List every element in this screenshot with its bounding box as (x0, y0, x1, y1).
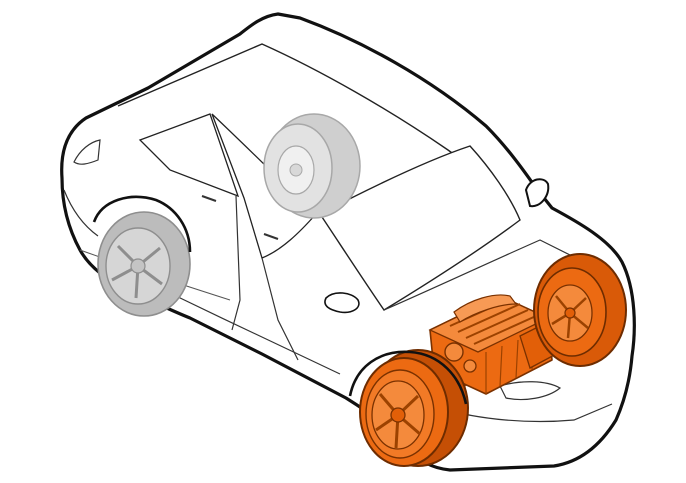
rear-bumper-line (63, 189, 99, 237)
rear-wheel-hub (130, 258, 146, 274)
front-right-wheel (533, 253, 627, 367)
front-wheel-arch (348, 350, 468, 405)
spare-tire (263, 113, 361, 219)
front-left-spokes (375, 393, 421, 449)
sill-line (175, 295, 341, 375)
front-right-spokes (551, 295, 589, 339)
roof-line (117, 43, 479, 173)
door-handle-front (263, 233, 279, 240)
far-side-mirror (524, 178, 550, 208)
front-right-hub (564, 307, 576, 319)
door-handle-rear (201, 195, 217, 202)
hood-line (383, 239, 601, 311)
rear-side-window (138, 113, 240, 198)
windshield (318, 145, 521, 311)
rear-wheel-spokes (111, 244, 163, 299)
engine (428, 294, 561, 395)
door-line-rear (231, 195, 241, 331)
engine-side-detail (485, 331, 535, 394)
engine-pulley-2 (463, 359, 477, 373)
door-line-front (261, 257, 299, 361)
rear-left-wheel (97, 211, 191, 317)
engine-manifold (453, 294, 518, 323)
side-mirror (324, 292, 360, 314)
front-left-wheel (359, 349, 469, 467)
rear-light (73, 139, 101, 165)
spare-tire-hub (289, 163, 303, 177)
engine-pulley-1 (444, 342, 464, 362)
headlight (499, 381, 562, 401)
front-left-hub (390, 407, 406, 423)
rear-wheel-arch (92, 195, 192, 253)
